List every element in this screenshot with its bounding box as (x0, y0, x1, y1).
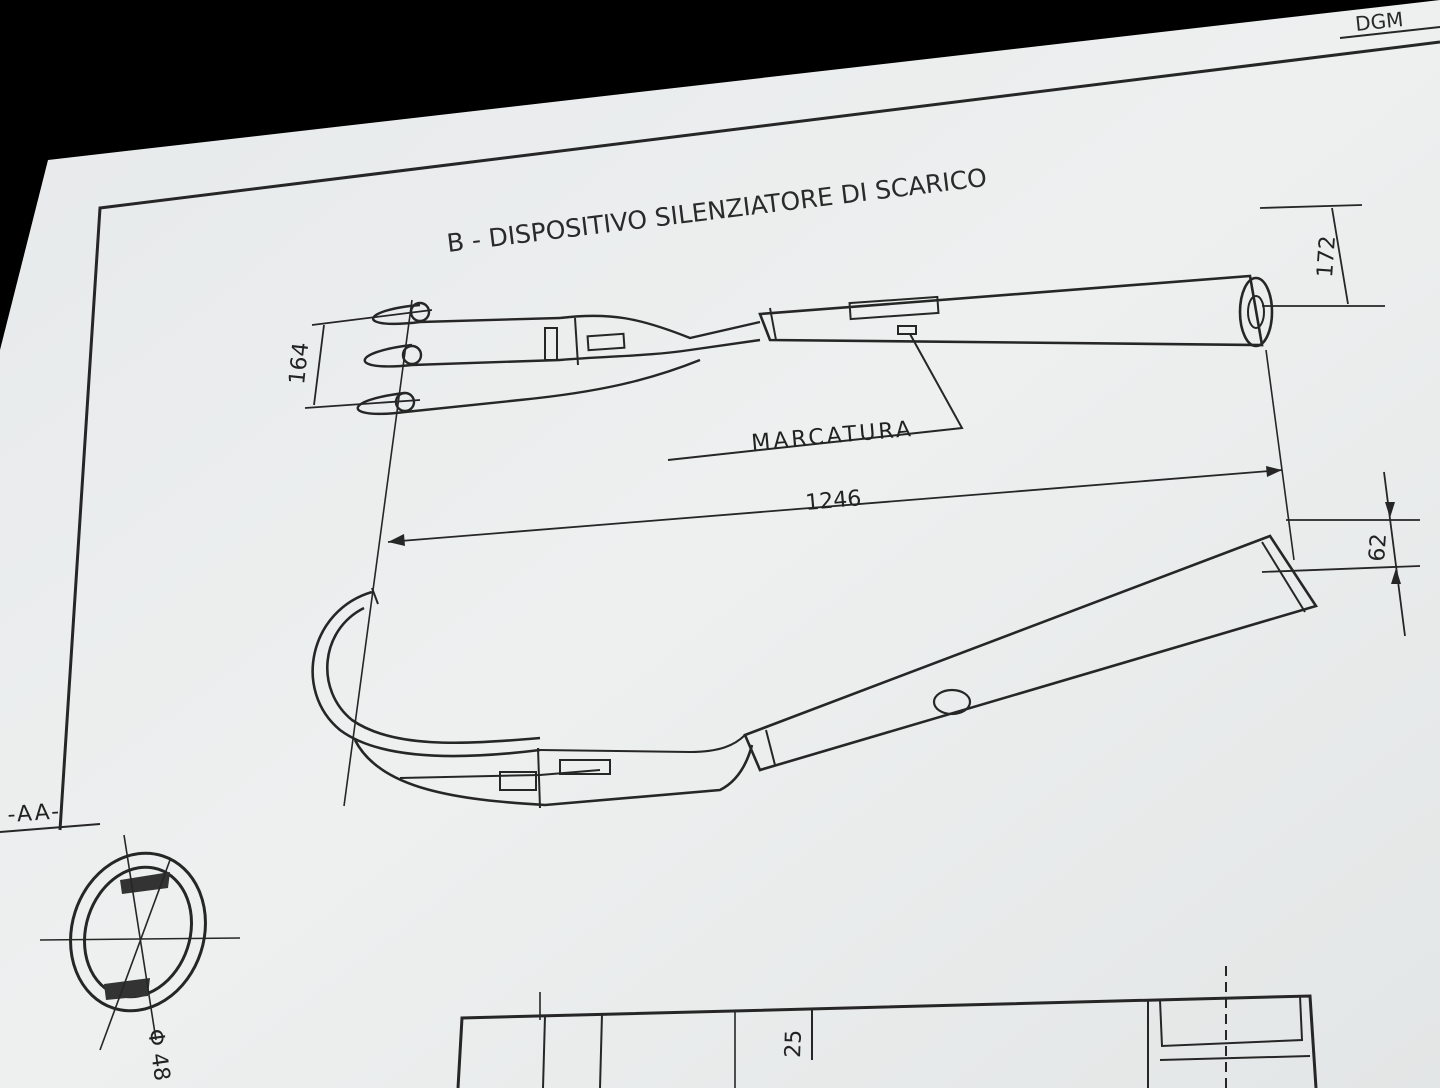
dim-overall-length-value: 1246 (804, 486, 862, 516)
dim-outlet-offset (1261, 471, 1421, 637)
side-view-exhaust (311, 534, 1319, 809)
section-label: -AA- (7, 799, 62, 828)
dim-outlet-height-value: 172 (1313, 235, 1341, 279)
dim-outlet-offset-value: 62 (1365, 533, 1392, 563)
section-aa-drawing (39, 834, 241, 1051)
frame-border (58, 40, 1440, 831)
dim-flange-height-value: 25 (781, 1029, 807, 1058)
dim-inlet-spacing (304, 309, 433, 409)
flange-drawing (456, 966, 1318, 1088)
dim-inlet-spacing-value: 164 (285, 341, 314, 385)
dim-outlet-height (1259, 204, 1385, 307)
